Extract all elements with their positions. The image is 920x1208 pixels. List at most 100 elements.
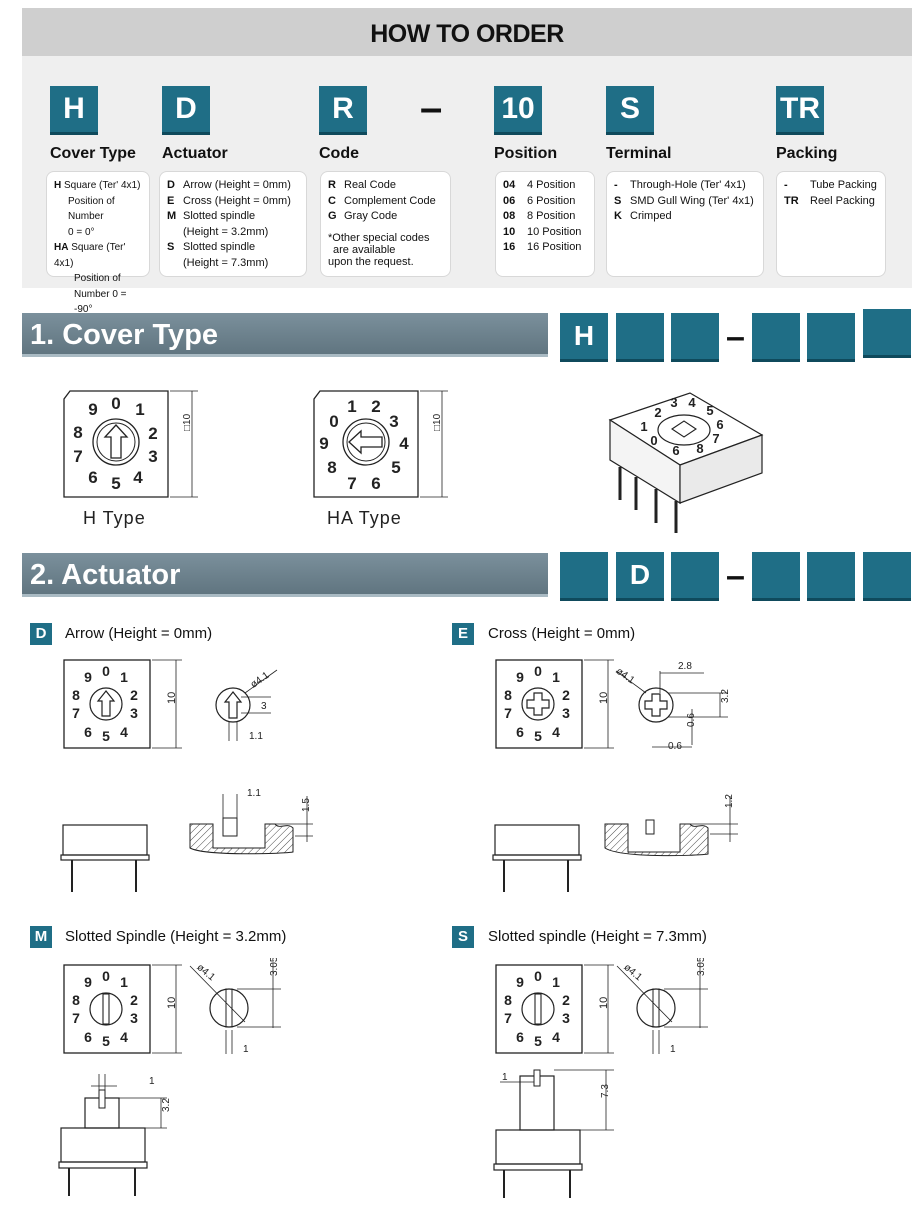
svg-text:2: 2 [130,992,138,1008]
svg-text:2: 2 [654,405,661,420]
svg-text:2: 2 [562,992,570,1008]
svg-text:7: 7 [347,474,356,493]
svg-text:9: 9 [319,434,328,453]
svg-text:0: 0 [102,663,110,679]
svg-text:0: 0 [534,663,542,679]
svg-text:7: 7 [712,431,719,446]
svg-text:6: 6 [88,468,97,487]
actuator-tile-3 [671,552,719,598]
actuator-s-side-view: 1 7.3 [493,1069,614,1198]
svg-text:3.2: 3.2 [720,689,731,703]
svg-text:5: 5 [111,474,120,493]
actuator-d-section-view: 1.1 1.5 [189,788,313,855]
svg-text:ø4.1: ø4.1 [249,670,272,691]
actuator-dash: – [726,557,745,595]
code-tile-cover: H [50,86,98,132]
svg-text:6: 6 [516,1029,524,1045]
svg-text:4: 4 [552,1029,560,1045]
svg-text:4: 4 [399,434,409,453]
svg-text:ø4.1: ø4.1 [621,962,644,984]
svg-text:3.2: 3.2 [161,1098,172,1112]
svg-text:4: 4 [688,395,696,410]
cover-tile-2 [616,313,664,359]
actuator-tile-2: D [616,552,664,598]
svg-text:3: 3 [261,701,267,712]
svg-text:9: 9 [84,669,92,685]
svg-text:6: 6 [716,417,723,432]
actuator-d-side-view [60,824,150,892]
svg-text:8: 8 [327,458,336,477]
ha-type-label: HA Type [327,508,402,528]
svg-text:3: 3 [670,395,677,410]
cat-title-actuator: Actuator [162,145,228,162]
svg-text:7: 7 [73,447,82,466]
svg-text:9: 9 [88,400,97,419]
actuator-m-detail: ø4.1 3.05 1 [189,958,281,1055]
svg-text:8: 8 [73,423,82,442]
actuator-e-detail: ø4.1 2.8 3.2 0.6 0.6 [614,661,731,752]
svg-text:2.8: 2.8 [678,661,692,672]
svg-text:9: 9 [516,974,524,990]
svg-text:□10: □10 [432,413,443,431]
svg-text:9: 9 [84,974,92,990]
cover-type-box: H Square (Ter' 4x1) Position of Number 0… [46,171,150,315]
how-to-order-title: HOW TO ORDER [22,8,912,56]
section-cover-type-title: 1. Cover Type [22,313,548,357]
actuator-tile-5 [807,552,855,598]
svg-text:8: 8 [696,441,703,456]
cover-tile-4 [752,313,800,359]
svg-text:1.5: 1.5 [301,798,312,812]
section-actuator-title: 2. Actuator [22,553,548,597]
actuator-s-title: Slotted spindle (Height = 7.3mm) [488,928,707,945]
cat-title-terminal: Terminal [606,145,672,162]
svg-text:8: 8 [72,687,80,703]
svg-text:0: 0 [102,968,110,984]
svg-text:5: 5 [534,1033,542,1049]
svg-text:4: 4 [120,724,128,740]
svg-text:7: 7 [72,705,80,721]
svg-text:5: 5 [706,403,713,418]
cat-title-code: Code [319,145,359,162]
svg-text:3.05: 3.05 [269,958,280,976]
actuator-e-section-view: 1.2 [604,794,738,857]
code-separator: – [420,86,443,130]
actuator-tile-6 [863,552,911,598]
svg-text:3: 3 [130,1010,138,1026]
svg-text:10: 10 [166,692,178,704]
svg-text:3: 3 [130,705,138,721]
svg-text:2: 2 [371,397,380,416]
svg-text:7: 7 [72,1010,80,1026]
cat-title-position: Position [494,145,558,162]
actuator-tile-4 [752,552,800,598]
svg-text:6: 6 [516,724,524,740]
cover-tile-6 [863,309,911,355]
svg-text:1.2: 1.2 [724,794,735,808]
svg-text:6: 6 [84,724,92,740]
svg-text:0: 0 [534,968,542,984]
svg-text:1: 1 [149,1076,155,1087]
code-tile-position: 10 [494,86,542,132]
code-tile-actuator: D [162,86,210,132]
actuator-s-detail: ø4.1 3.05 1 [616,958,708,1055]
svg-text:7: 7 [504,705,512,721]
svg-text:3.05: 3.05 [696,958,707,976]
svg-text:5: 5 [534,728,542,744]
cover-tile-3 [671,313,719,359]
svg-text:1: 1 [120,974,128,990]
svg-text:0: 0 [111,394,120,413]
code-tile-code: R [319,86,367,132]
svg-text:8: 8 [504,992,512,1008]
svg-text:0: 0 [329,412,338,431]
svg-text:10: 10 [598,692,610,704]
actuator-e-side-view [492,824,582,892]
cat-title-packing: Packing [776,145,838,162]
